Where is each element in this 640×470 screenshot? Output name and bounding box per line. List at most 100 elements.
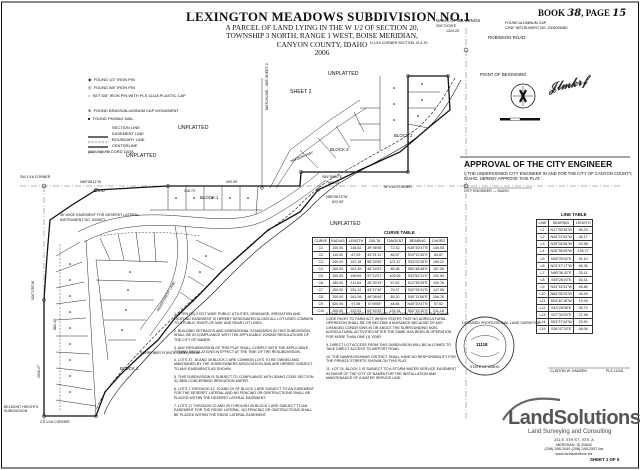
plat-note: 7. LOTS 17 THROUGH 22 AND 29 THROUGH 26 …: [174, 403, 313, 417]
table-cell: L2: [536, 233, 549, 242]
table-cell: 200.00: [328, 293, 348, 301]
table-cell: 200.00: [328, 286, 348, 294]
curve-table-title: CURVE TABLE: [384, 230, 415, 235]
table-cell: 56°29'30": [364, 258, 386, 266]
table-cell: 147.55: [429, 286, 448, 294]
table-cell: L13: [536, 311, 549, 320]
legend-item: BOUNDARY LINE: [112, 137, 145, 142]
table-cell: 105.77: [573, 247, 593, 256]
found-cap-note: FOUND ALUMINUM CAP: [505, 21, 547, 25]
block-label: BLOCK 1: [120, 366, 139, 371]
company-tagline: Land Surveying and Consulting: [528, 429, 612, 435]
table-cell: 156.76: [429, 293, 448, 301]
plat-note: 4. LOTS 37, 38 AND 39 BLOCK 1 ARE COMMON…: [174, 357, 313, 371]
bearing-label: S89°58'02"E: [322, 175, 343, 179]
table-cell: 211.18: [429, 307, 448, 315]
plat-note: 3. ANY RESUBDIVISION OF THIS PLAT SHALL …: [174, 345, 309, 355]
table-cell: C8: [312, 293, 330, 301]
column-header: TANGENT: [384, 237, 406, 245]
table-cell: 45.85: [573, 282, 593, 291]
surveyor-name: CLINTON W. HANSEN: [550, 369, 587, 373]
table-cell: 151.12: [346, 286, 366, 294]
table-cell: 161.39: [346, 265, 366, 273]
table-cell: S32°26'31"E: [404, 286, 431, 294]
subdivision-label: BELMONT HEIGHTS SUBDIVISION: [4, 405, 39, 413]
plat-notes-left: 1. A TEN (10) FOOT WIDE PUBLIC UTILITIES…: [174, 312, 314, 420]
table-cell: 72.32: [384, 244, 406, 252]
table-cell: 24.98: [573, 240, 593, 249]
robinson-road: ROBINSON ROAD: [488, 35, 526, 40]
table-cell: 36.17: [573, 233, 593, 242]
table-cell: 63°44'33": [364, 307, 386, 315]
table-cell: N26°36'05"W: [547, 247, 575, 256]
table-cell: 45°21'11": [364, 251, 386, 259]
table-cell: 85.38: [384, 265, 406, 273]
plat-notes-right: 8. THIS DEVELOPMENT RECOGNIZES SECTION 2…: [326, 312, 458, 384]
subdivision-label: SCHREIBER POINTE SUBDIVISION: [140, 351, 200, 355]
table-cell: N34°16'31"W: [547, 282, 575, 291]
table-cell: L3: [536, 240, 549, 249]
table-cell: 46.36: [573, 261, 593, 270]
table-cell: 6°49'05": [364, 300, 386, 308]
seal-text: LICENSED PROFESSIONAL LAND SURVEYOR: [462, 321, 541, 325]
table-cell: N05°25'02"E: [547, 254, 575, 263]
column-header: RADIUS: [328, 237, 348, 245]
table-cell: S29°12'40"E: [404, 251, 431, 259]
table-cell: 87.09: [346, 251, 366, 259]
table-cell: 189.22: [429, 258, 448, 266]
sheet-2-label: SHEET 2: [290, 89, 312, 95]
seal-state: STATE OF IDAHO: [470, 365, 500, 369]
page-label: , PAGE: [581, 8, 611, 18]
seal-number: 11118: [476, 342, 488, 347]
company-address: 231 E. 5TH ST., STE. A MERIDIAN, ID 8364…: [534, 438, 614, 456]
legend-item: ⊕ FOUND BRASS/ALUMINUM CAP MONUMENT: [88, 108, 179, 113]
table-cell: 97.52: [429, 300, 448, 308]
table-cell: N84°35'25"W: [547, 289, 575, 299]
quarter-corner: N 1/16 CORNER SECTION 19 & 20: [370, 41, 428, 45]
table-cell: 136.05: [429, 244, 448, 252]
table-cell: S60°48'48"E: [404, 265, 431, 273]
column-header: BEARING: [404, 237, 431, 245]
table-cell: S43°28'08"E: [547, 304, 575, 313]
plat-title: LEXINGTON MEADOWS SUBDIVISION NO.1: [186, 9, 471, 24]
table-cell: L9: [536, 282, 549, 291]
address-line: (208) 288-2040 (208) 288-2557 fax: [544, 447, 604, 452]
plat-note: 9. DIRECT LOT ACCESS FROM THIS SUBDIVISI…: [326, 342, 451, 352]
table-cell: 84.87: [429, 251, 448, 259]
table-cell: 57°12'27": [364, 272, 386, 280]
table-cell: 35.73: [573, 304, 593, 313]
line-table-title: LINE TABLE: [561, 212, 587, 217]
basis-distance: 1324.20': [446, 29, 460, 33]
table-cell: 97.58: [346, 300, 366, 308]
plat-note: 1. A TEN (10) FOOT WIDE PUBLIC UTILITIES…: [174, 312, 314, 326]
table-cell: 197.18: [346, 258, 366, 266]
table-cell: S40°11'56"E: [404, 293, 431, 301]
book-label: BOOK: [538, 8, 566, 18]
bearing-label: N89°58'11"W: [80, 180, 102, 184]
book-page: BOOK 38, PAGE 15: [538, 9, 626, 19]
legend-item: ◎ FOUND 5/8" IRON PIN: [88, 85, 135, 90]
table-cell: 27.48: [573, 311, 593, 320]
table-cell: L6: [536, 261, 549, 270]
table-cell: 46.06: [573, 325, 593, 334]
table-cell: 39°46'08": [364, 244, 386, 252]
table-cell: C5: [312, 272, 330, 280]
table-cell: L10: [536, 289, 549, 299]
subtitle-line: TOWNSHIP 3 NORTH, RANGE 1 WEST, BOISE ME…: [226, 31, 418, 41]
unplatted-label: UNPLATTED: [126, 153, 157, 159]
